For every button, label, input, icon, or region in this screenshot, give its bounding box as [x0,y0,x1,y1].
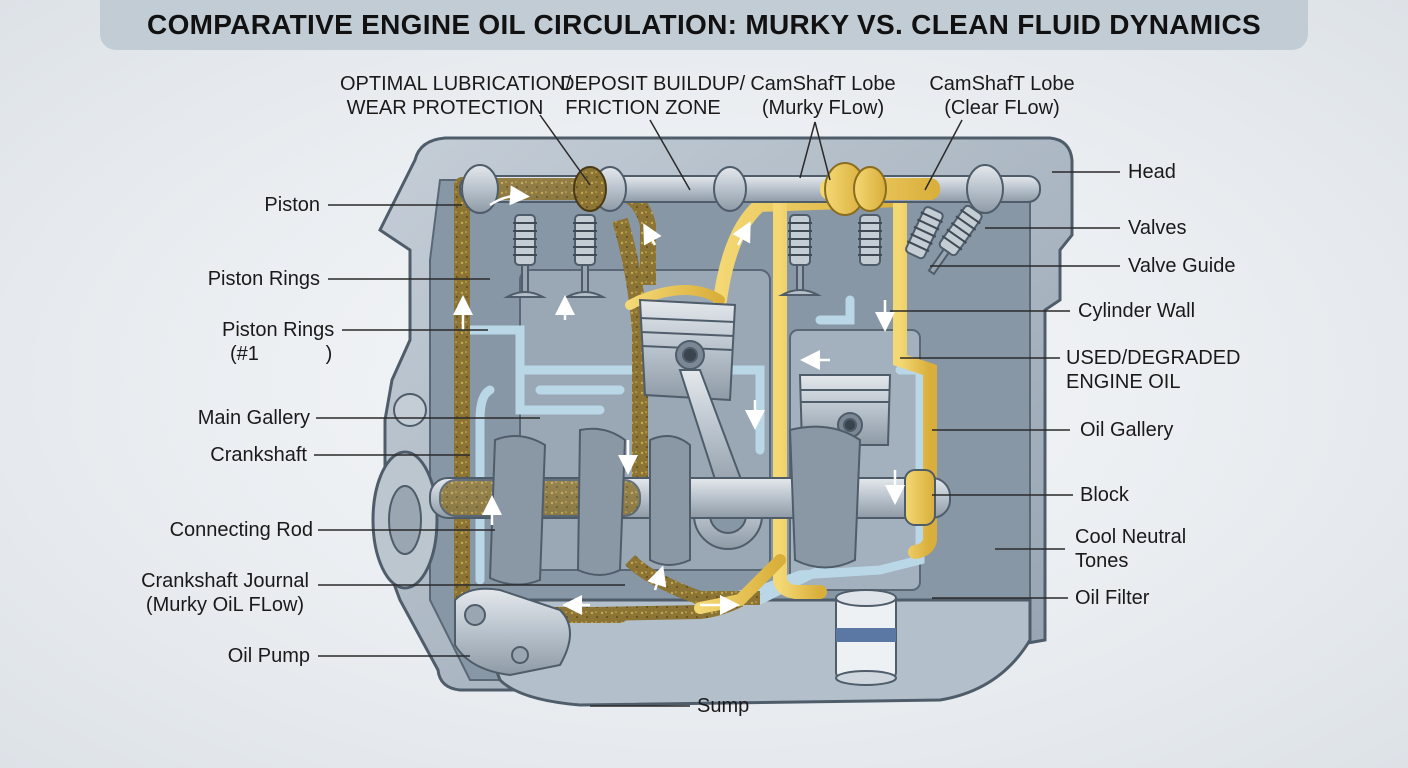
label-line: USED/DEGRADED [1066,347,1241,369]
label-line: (Murky OiL FLow) [145,594,305,616]
label-line: WEAR PROTECTION [346,97,544,119]
label-piston: Piston [264,194,320,216]
label-line: CamShafT Lobe [750,73,896,95]
label-line: Piston Rings [222,319,335,341]
label-crankshaft: Crankshaft [210,444,307,466]
label-camshaft-murky: CamShafT Lobe (Murky FLow) [748,72,898,120]
diagram-title: COMPARATIVE ENGINE OIL CIRCULATION: MURK… [147,9,1261,40]
leader-lines [314,114,1120,707]
camshaft [459,162,1041,216]
label-line: Crankshaft Journal [141,570,309,592]
label-piston-rings-1: Piston Rings (#1 ) [222,318,372,366]
label-valve-guide: Valve Guide [1128,255,1236,277]
label-line: Tones [1075,550,1129,572]
label-optimal-lubrication: OPTIMAL LUBRICATION/ WEAR PROTECTION [340,72,572,120]
label-head: Head [1128,161,1176,183]
label-line: OPTIMAL LUBRICATION/ [340,73,572,95]
label-piston-rings: Piston Rings [207,268,320,290]
oil-filter [835,589,897,686]
label-used-oil: USED/DEGRADED ENGINE OIL [1066,346,1240,394]
label-oil-filter: Oil Filter [1075,587,1150,609]
flow-arrows [453,185,905,615]
label-oil-pump: Oil Pump [227,645,310,667]
label-line: (Clear FLow) [944,97,1060,119]
label-valves: Valves [1128,217,1187,239]
title-bar: COMPARATIVE ENGINE OIL CIRCULATION: MURK… [100,0,1308,50]
label-line: DEPOSIT BUILDUP/ [560,73,746,95]
label-line: (Murky FLow) [761,97,885,119]
label-line: Cool Neutral [1075,526,1187,548]
label-oil-gallery: Oil Gallery [1080,419,1174,441]
label-main-gallery: Main Gallery [197,407,310,429]
label-deposit-buildup: DEPOSIT BUILDUP/ FRICTION ZONE [560,72,746,120]
label-block: Block [1080,484,1129,506]
crankshaft [429,425,951,586]
label-sump: Sump [697,695,750,717]
oil-pump [454,587,571,677]
label-line: (#1 ) [230,343,333,365]
label-camshaft-clear: CamShafT Lobe (Clear FLow) [926,72,1078,120]
label-cool-neutral-tones: Cool Neutral Tones [1075,525,1186,573]
label-cylinder-wall: Cylinder Wall [1078,300,1196,322]
label-line: CamShafT Lobe [929,73,1075,95]
label-crankshaft-journal: Crankshaft Journal (Murky OiL FLow) [130,569,320,617]
label-line: FRICTION ZONE [565,97,721,119]
label-connecting-rod: Connecting Rod [169,519,313,541]
label-line: ENGINE OIL [1066,371,1181,393]
valves [503,204,983,298]
